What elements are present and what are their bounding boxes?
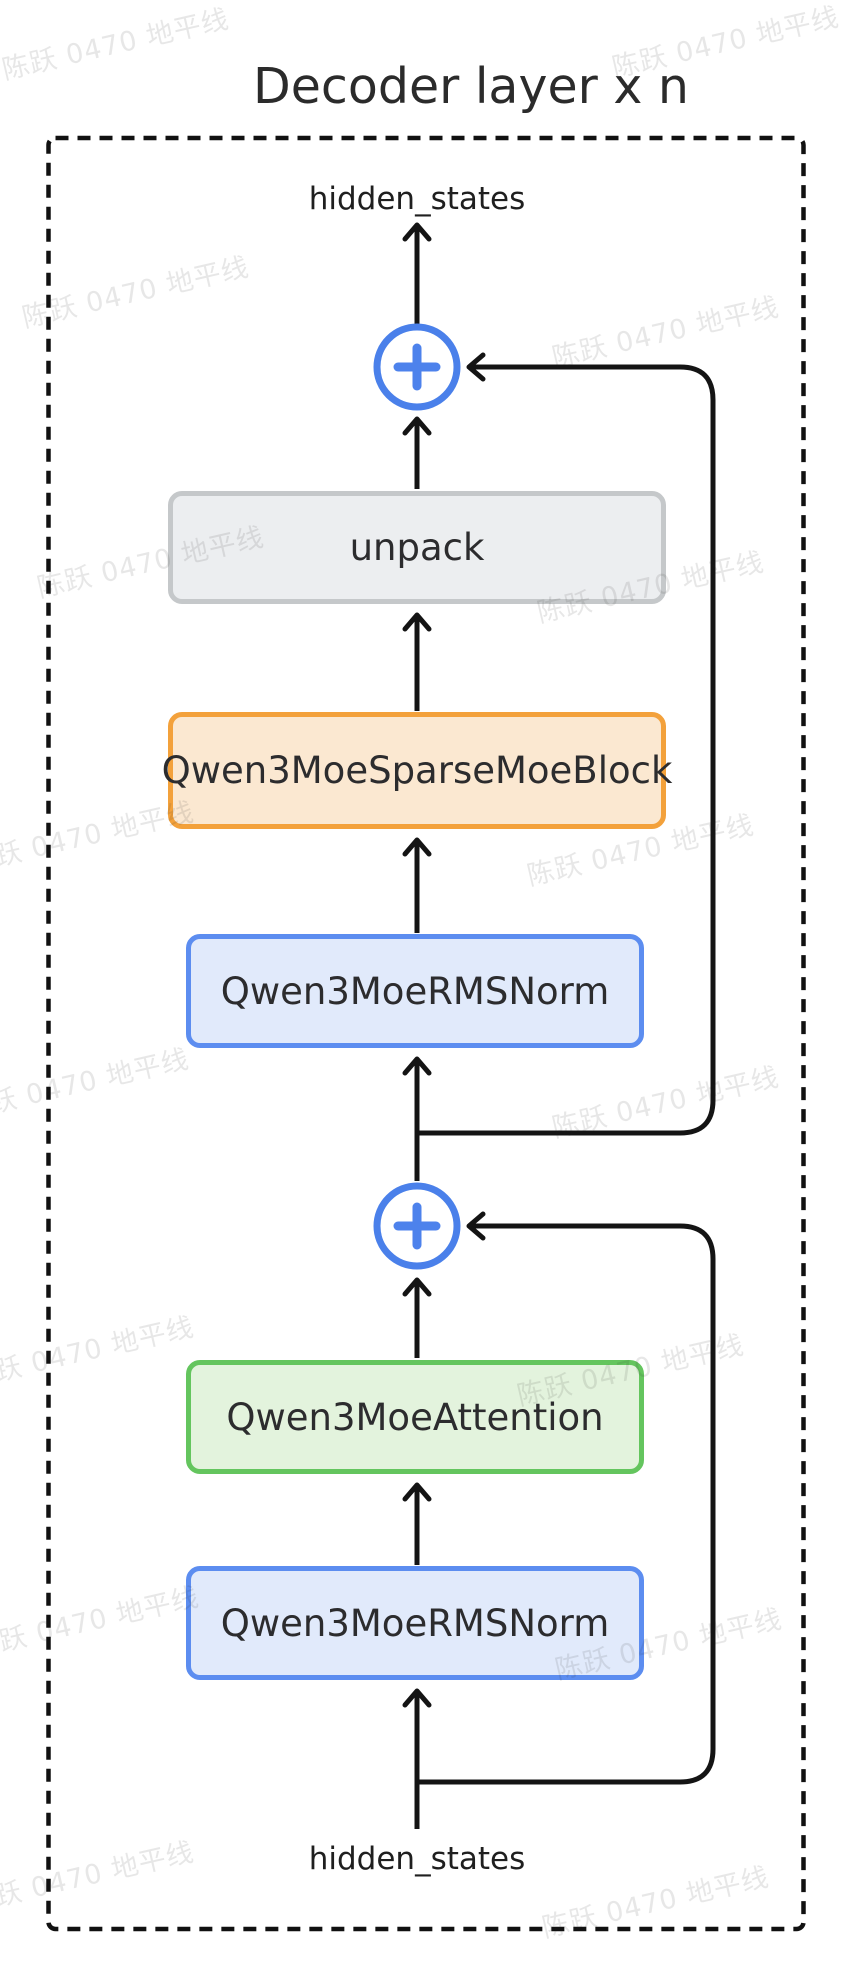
output-hidden-states-label: hidden_states bbox=[308, 181, 526, 217]
node-sparse-moe-block: Qwen3MoeSparseMoeBlock bbox=[162, 712, 672, 829]
add-icon bbox=[393, 343, 441, 391]
node-attention: Qwen3MoeAttention bbox=[186, 1360, 644, 1474]
node-input-rmsnorm: Qwen3MoeRMSNorm bbox=[186, 1566, 644, 1680]
add-node-lower bbox=[373, 1182, 461, 1270]
add-icon bbox=[393, 1202, 441, 1250]
node-post-attention-rmsnorm: Qwen3MoeRMSNorm bbox=[186, 934, 644, 1048]
add-node-upper bbox=[373, 323, 461, 411]
node-attention-label: Qwen3MoeAttention bbox=[226, 1395, 604, 1439]
node-sparse-moe-block-label: Qwen3MoeSparseMoeBlock bbox=[161, 749, 673, 792]
node-unpack-label: unpack bbox=[349, 526, 485, 569]
node-unpack: unpack bbox=[168, 491, 666, 604]
input-hidden-states-label: hidden_states bbox=[308, 1841, 526, 1877]
page-title: Decoder layer x n bbox=[253, 58, 689, 115]
decoder-layer-boundary bbox=[46, 135, 806, 1932]
node-post-attention-rmsnorm-label: Qwen3MoeRMSNorm bbox=[220, 969, 610, 1013]
residual-connection-lower bbox=[417, 1211, 716, 1785]
residual-connection-upper bbox=[417, 352, 716, 1136]
node-input-rmsnorm-label: Qwen3MoeRMSNorm bbox=[220, 1601, 610, 1645]
